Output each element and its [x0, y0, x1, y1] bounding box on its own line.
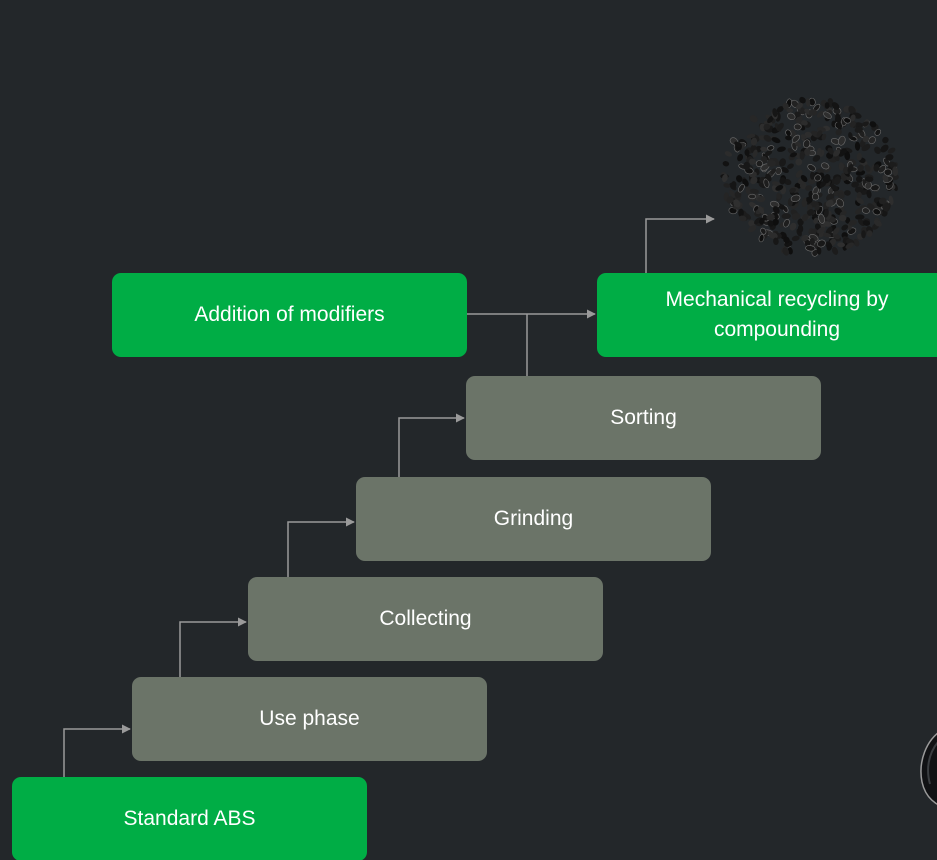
- connector-collecting-to-grinding: [287, 517, 355, 577]
- step-addition-of-modifiers-label: Addition of modifiers: [194, 303, 385, 326]
- connector-grinding-to-sorting: [398, 413, 465, 477]
- step-use-phase-label: Use phase: [259, 707, 360, 730]
- step-sorting: Sorting: [466, 376, 821, 460]
- step-collecting-label: Collecting: [379, 607, 472, 630]
- step-addition-of-modifiers: Addition of modifiers: [112, 273, 467, 357]
- plastic-pellets-image: [720, 96, 899, 257]
- connector-standard-to-use: [63, 724, 131, 777]
- dark-object-image: [920, 732, 937, 805]
- step-standard-abs-label: Standard ABS: [123, 807, 256, 830]
- connector-mech-to-pellets: [645, 214, 715, 273]
- step-standard-abs: Standard ABS: [12, 777, 367, 860]
- step-collecting: Collecting: [248, 577, 603, 661]
- step-mechanical-recycling: Mechanical recycling by compounding: [597, 273, 937, 357]
- step-sorting-label: Sorting: [610, 406, 677, 429]
- connector-use-to-collecting: [179, 617, 247, 677]
- step-grinding-label: Grinding: [493, 507, 574, 530]
- step-use-phase: Use phase: [132, 677, 487, 761]
- step-mechanical-recycling-label: Mechanical recycling by compounding: [665, 288, 889, 341]
- step-grinding: Grinding: [356, 477, 711, 561]
